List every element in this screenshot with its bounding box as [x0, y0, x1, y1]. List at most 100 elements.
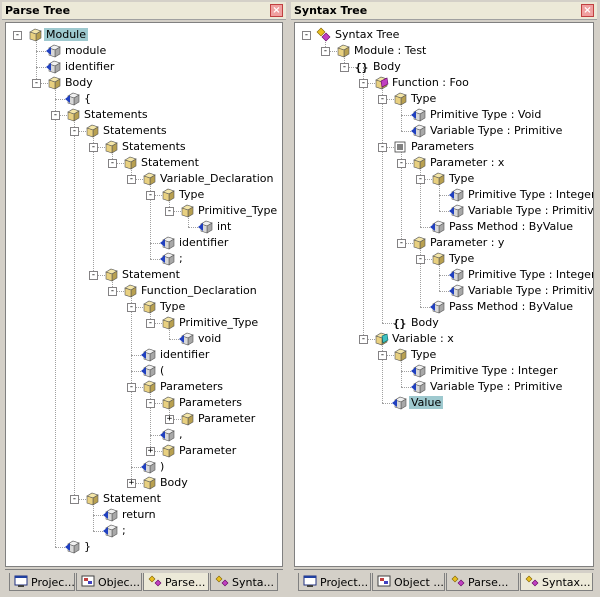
tree-node-label[interactable]: Statements: [84, 108, 148, 121]
tree-node-label[interactable]: Type: [411, 348, 437, 361]
tree-node[interactable]: Primitive Type : Integer: [295, 187, 593, 203]
tree-node[interactable]: -Statements: [6, 139, 282, 155]
collapse-toggle[interactable]: -: [32, 78, 41, 88]
tree-node-label[interactable]: Variable_Declaration: [160, 172, 274, 185]
tree-node-label[interactable]: Parameter: [179, 444, 237, 457]
collapse-toggle[interactable]: -: [108, 158, 117, 168]
tree-node[interactable]: {: [6, 91, 282, 107]
tree-node[interactable]: -Variable_Declaration: [6, 171, 282, 187]
tree-node-label[interactable]: Module: [44, 28, 88, 41]
tree-node[interactable]: Variable Type : Primitive: [295, 203, 593, 219]
tree-node-label[interactable]: Body: [411, 316, 439, 329]
collapse-toggle[interactable]: -: [146, 318, 155, 328]
tree-node-label[interactable]: Body: [160, 476, 188, 489]
collapse-toggle[interactable]: -: [89, 270, 98, 280]
tree-node-label[interactable]: void: [198, 332, 222, 345]
tree-node-label[interactable]: Body: [373, 60, 401, 73]
tree-node-label[interactable]: ,: [179, 428, 183, 441]
close-button[interactable]: ×: [581, 4, 594, 17]
tree-node[interactable]: -Module : Test: [295, 43, 593, 59]
tree-node-label[interactable]: Variable Type : Primitive: [430, 124, 563, 137]
tree-node-label[interactable]: Statements: [122, 140, 186, 153]
collapse-toggle[interactable]: -: [146, 398, 155, 408]
tree-node[interactable]: - Parameters: [6, 395, 282, 411]
tree-node-label[interactable]: (: [160, 364, 165, 377]
tree-node-label[interactable]: Value: [409, 396, 444, 409]
tree-node-label[interactable]: Primitive Type : Integer: [468, 268, 594, 281]
tree-node[interactable]: - Statement: [6, 155, 282, 171]
tab-object-browser[interactable]: Objec...: [76, 573, 142, 591]
collapse-toggle[interactable]: -: [378, 350, 387, 360]
tree-node[interactable]: -Type: [295, 251, 593, 267]
tree-node-label[interactable]: Pass Method : ByValue: [449, 300, 574, 313]
collapse-toggle[interactable]: -: [146, 190, 155, 200]
tree-node[interactable]: Variable Type : Primitive: [295, 283, 593, 299]
tree-node[interactable]: -Parameter : y: [295, 235, 593, 251]
tree-node-label[interactable]: identifier: [65, 60, 115, 73]
tree-node-label[interactable]: identifier: [179, 236, 229, 249]
tab-syntax-tree[interactable]: Syntax...: [520, 573, 593, 591]
tree-node[interactable]: -Syntax Tree: [295, 27, 593, 43]
collapse-toggle[interactable]: -: [397, 158, 406, 168]
tree-node[interactable]: Primitive Type : Integer: [295, 363, 593, 379]
tree-node-label[interactable]: Pass Method : ByValue: [449, 220, 574, 233]
tree-node-label[interactable]: Primitive_Type: [198, 204, 278, 217]
tree-node[interactable]: ;: [6, 251, 282, 267]
tab-syntax-tree[interactable]: Synta...: [210, 573, 278, 591]
tree-node-label[interactable]: Parameters: [160, 380, 223, 393]
collapse-toggle[interactable]: -: [51, 110, 60, 120]
collapse-toggle[interactable]: -: [70, 126, 79, 136]
tree-node-label[interactable]: Variable Type : Primitive: [468, 284, 594, 297]
tree-node-label[interactable]: Parameter : y: [430, 236, 505, 249]
tree-node[interactable]: -Variable : x: [295, 331, 593, 347]
tree-node[interactable]: -Parameter : x: [295, 155, 593, 171]
tree-node-label[interactable]: Module : Test: [354, 44, 427, 57]
tree-node[interactable]: -Type: [6, 187, 282, 203]
collapse-toggle[interactable]: -: [108, 286, 117, 296]
tab-project[interactable]: Projec...: [9, 573, 75, 591]
tree-node-label[interactable]: Variable Type : Primitive: [468, 204, 594, 217]
tree-node[interactable]: identifier: [6, 347, 282, 363]
tree-node[interactable]: -Function : Foo: [295, 75, 593, 91]
tree-node[interactable]: void: [6, 331, 282, 347]
tab-parse-tree[interactable]: Parse...: [446, 573, 519, 591]
tree-node-label[interactable]: identifier: [160, 348, 210, 361]
tree-node-label[interactable]: Statement: [141, 156, 199, 169]
tree-node-label[interactable]: Function_Declaration: [141, 284, 257, 297]
expand-toggle[interactable]: +: [165, 414, 174, 424]
tree-node[interactable]: - Function_Declaration: [6, 283, 282, 299]
tree-node[interactable]: -Statements: [6, 123, 282, 139]
close-button[interactable]: ×: [270, 4, 283, 17]
tree-node[interactable]: - Parameters: [295, 139, 593, 155]
tree-node-label[interactable]: Primitive Type : Integer: [430, 364, 558, 377]
tree-node[interactable]: -Statement: [6, 267, 282, 283]
tree-node-label[interactable]: Type: [160, 300, 186, 313]
collapse-toggle[interactable]: -: [359, 334, 368, 344]
tree-node-label[interactable]: Parameters: [179, 396, 242, 409]
tree-node[interactable]: - Statements: [6, 107, 282, 123]
tree-node[interactable]: -Parameters: [6, 379, 282, 395]
collapse-toggle[interactable]: -: [378, 94, 387, 104]
tree-node[interactable]: module: [6, 43, 282, 59]
tree-node-label[interactable]: Variable Type : Primitive: [430, 380, 563, 393]
tree-node[interactable]: - Primitive_Type: [6, 203, 282, 219]
collapse-toggle[interactable]: -: [416, 174, 425, 184]
tree-node-label[interactable]: Primitive_Type: [179, 316, 259, 329]
tree-node-label[interactable]: Parameters: [411, 140, 474, 153]
tree-node[interactable]: - Primitive_Type: [6, 315, 282, 331]
collapse-toggle[interactable]: -: [13, 30, 22, 40]
tree-node-label[interactable]: ;: [179, 252, 183, 265]
tree-node[interactable]: return: [6, 507, 282, 523]
tree-node-label[interactable]: Type: [411, 92, 437, 105]
tree-node-label[interactable]: int: [217, 220, 232, 233]
tree-node[interactable]: identifier: [6, 59, 282, 75]
expand-toggle[interactable]: +: [127, 478, 136, 488]
tree-node[interactable]: (: [6, 363, 282, 379]
tree-node-label[interactable]: Primitive Type : Void: [430, 108, 542, 121]
collapse-toggle[interactable]: -: [165, 206, 174, 216]
collapse-toggle[interactable]: -: [378, 142, 387, 152]
tree-node-label[interactable]: Syntax Tree: [335, 28, 400, 41]
collapse-toggle[interactable]: -: [359, 78, 368, 88]
tree-node-label[interactable]: Body: [65, 76, 93, 89]
tree-node[interactable]: - Type: [295, 91, 593, 107]
